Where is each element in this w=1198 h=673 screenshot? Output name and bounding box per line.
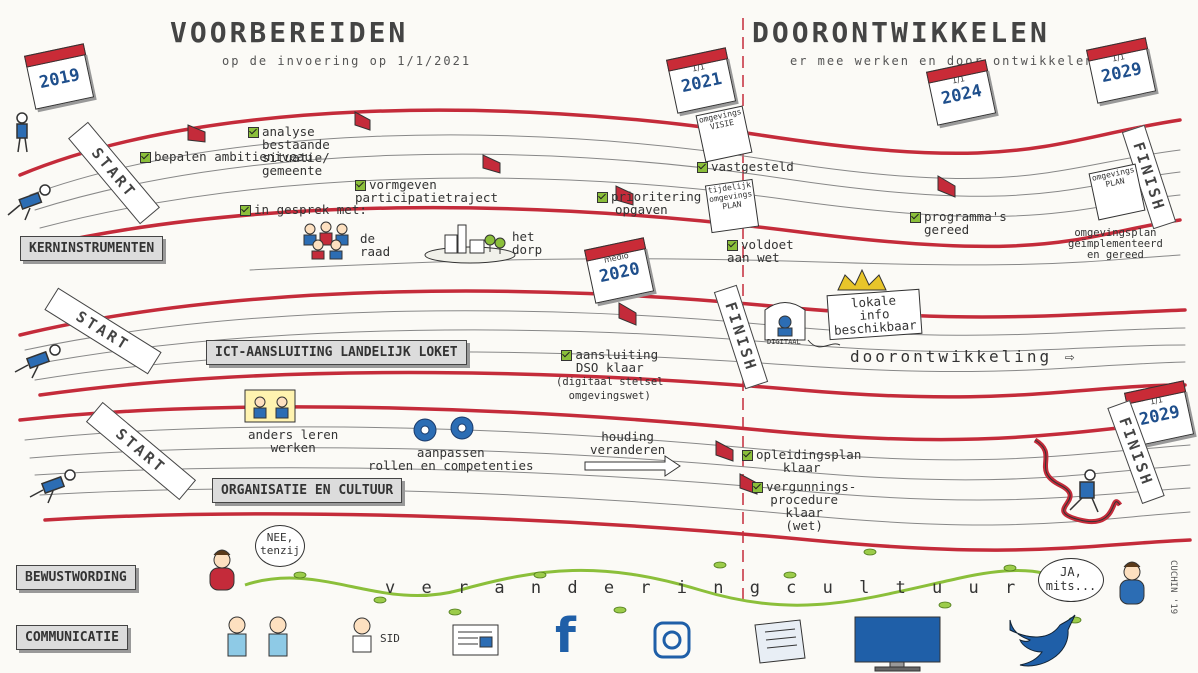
check-icon	[561, 350, 573, 361]
runner-figures	[7, 112, 1099, 513]
kern-ingesprek: in gesprek met:	[240, 203, 367, 216]
cable	[807, 339, 841, 348]
check-icon	[240, 205, 251, 216]
check-icon	[727, 240, 738, 251]
kern-programmas: programma's gereed	[910, 210, 1007, 236]
newspaper-icon	[452, 624, 499, 656]
monitor-icon	[854, 616, 941, 672]
kern-vormgeven: vormgeven participatietraject	[355, 177, 498, 205]
village-drawing	[424, 224, 516, 264]
facebook-icon: f	[555, 608, 576, 664]
instagram-icon	[653, 621, 691, 659]
vine	[244, 568, 1081, 607]
check-icon	[597, 192, 608, 203]
veranderingcultuur-text: v e r a n d e r i n g c u l t u u r	[385, 578, 1024, 598]
check-icon	[910, 212, 921, 223]
omgevingsvisie-doc-icon: omgevings VISIE	[695, 105, 753, 163]
gears-icon	[413, 416, 474, 442]
nee-speech-bubble: NEE,tenzij	[255, 525, 305, 567]
ict-lokale-info: lokale info beschikbaar	[826, 288, 923, 341]
raad-people	[303, 221, 349, 260]
right-phase-subtitle: er mee werken en door ontwikkelen	[790, 54, 1095, 68]
org-track	[18, 405, 1192, 552]
kern-prioritering: prioritering opgaven	[597, 190, 701, 216]
kern-analyse: analyse bestaande situatie/ gemeente	[248, 125, 330, 177]
org-opleidingsplan: opleidingsplan klaar	[742, 448, 861, 474]
org-lane-label: ORGANISATIE EN CULTUUR	[212, 478, 403, 503]
kern-lane-label: KERNINSTRUMENTEN	[20, 236, 164, 261]
sid-mascot-icon	[352, 617, 372, 653]
communicatie-label: COMMUNICATIE	[16, 625, 128, 650]
ja-speech-bubble: JA,mits...	[1038, 558, 1104, 602]
nee-person	[209, 549, 235, 591]
video-call-icon	[244, 389, 296, 423]
twitter-icon	[1009, 614, 1076, 667]
digital-label: DIGITAAL	[767, 338, 801, 346]
check-icon	[140, 152, 151, 163]
check-icon	[752, 482, 763, 493]
sid-label: SID	[380, 632, 400, 645]
ja-person	[1119, 561, 1145, 605]
crown-icon	[837, 268, 887, 291]
ict-lane-label: ICT-AANSLUITING LANDELIJK LOKET	[206, 340, 467, 365]
bewustwording-label: BEWUSTWORDING	[16, 565, 136, 590]
digital-screen-icon	[764, 302, 806, 341]
comm-people-icon	[227, 616, 288, 657]
milestone-flags	[187, 111, 956, 495]
raad-label: de raad	[360, 231, 391, 259]
check-icon	[697, 162, 708, 173]
magazine-icon	[754, 619, 806, 664]
ict-aansluiting: aansluiting DSO klaar (digitaal stelsel …	[556, 347, 664, 402]
left-phase-subtitle: op de invoering op 1/1/2021	[222, 54, 472, 68]
artist-signature: CUCHIN '19	[1168, 560, 1178, 615]
check-icon	[355, 180, 366, 191]
kern-voldoet: voldoet aan wet	[727, 237, 794, 265]
right-phase-title: DOORONTWIKKELEN	[752, 16, 1050, 49]
check-icon	[248, 127, 259, 138]
houding-arrow	[584, 455, 681, 477]
kern-bepalen: bepalen ambitieniveau	[140, 150, 312, 163]
kern-omgevingsplan: omgevingsplan geïmplementeerd en gereed	[1068, 227, 1163, 261]
check-icon	[742, 450, 753, 461]
ict-doorontwikkeling: doorontwikkeling ⇨	[850, 347, 1078, 366]
kern-vastgesteld: vastgesteld	[697, 160, 794, 173]
omgevingsplan-doc-icon: omgevings PLAN	[1088, 163, 1146, 221]
dorp-label: het dorp	[512, 229, 543, 257]
org-vergunnings: vergunnings- procedure klaar (wet)	[752, 480, 856, 532]
left-phase-title: VOORBEREIDEN	[170, 16, 409, 49]
tijdelijk-plan-doc-icon: tijdelijk omgevings PLAN	[704, 178, 760, 234]
